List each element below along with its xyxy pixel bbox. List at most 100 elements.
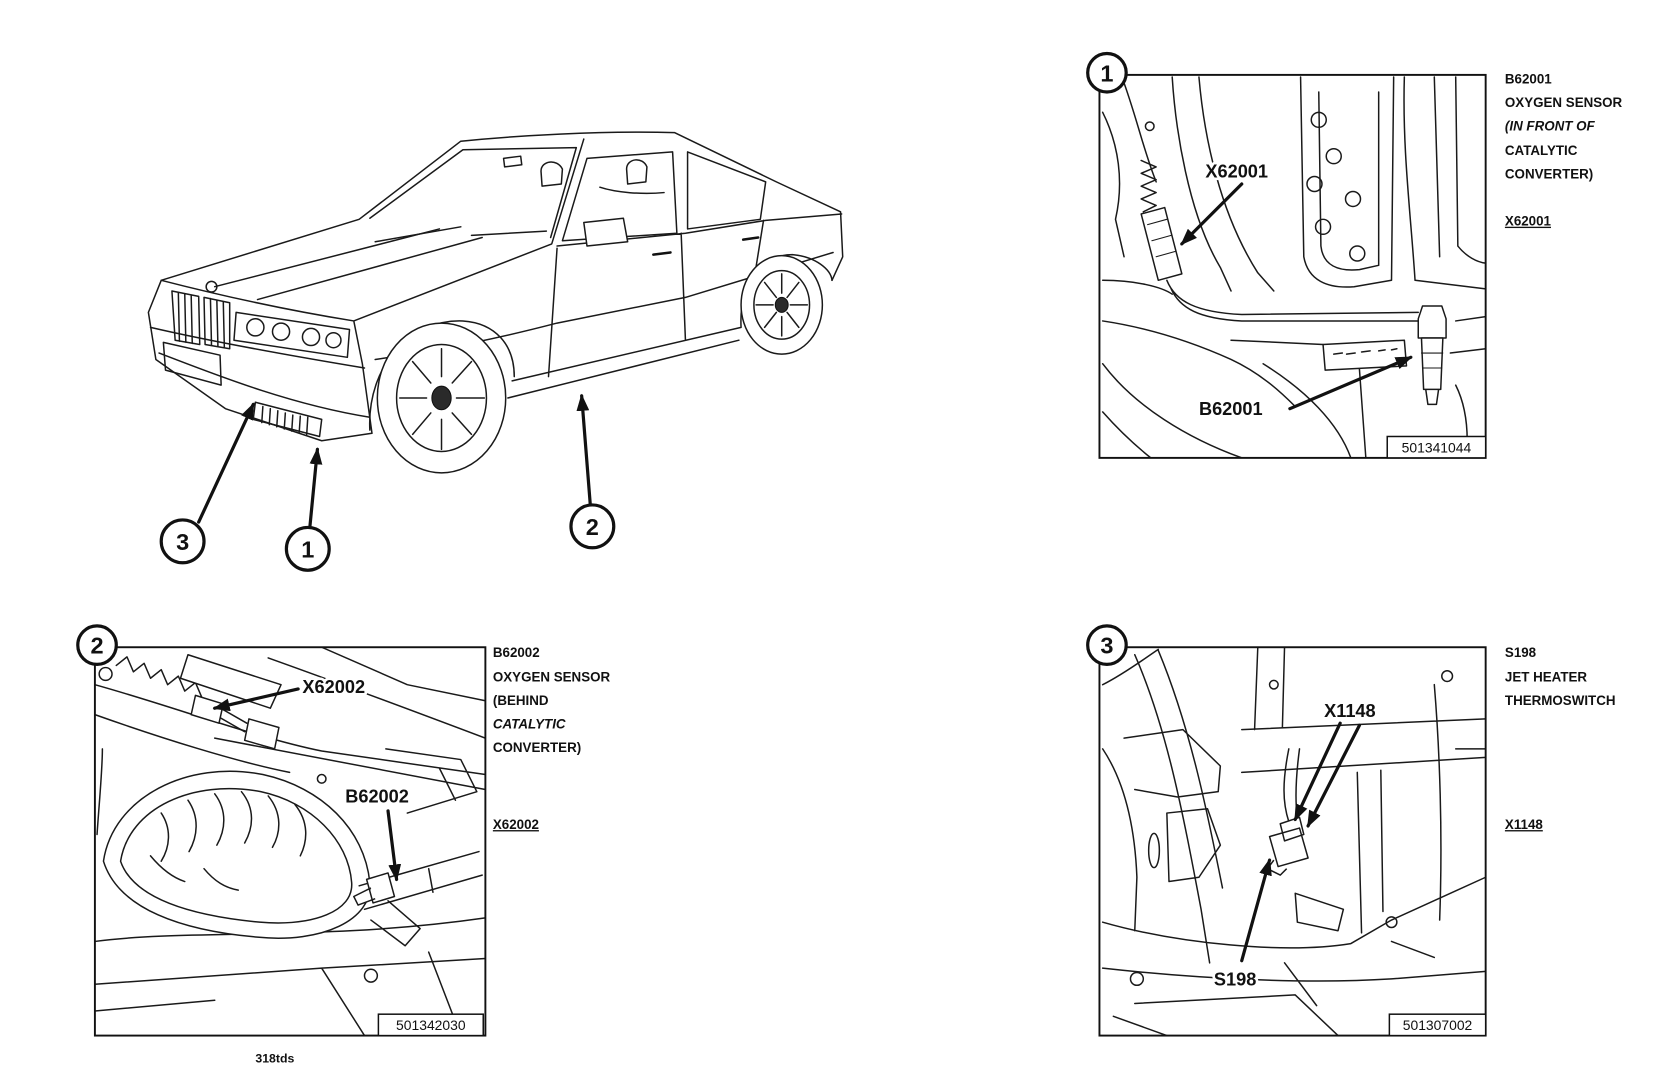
car-body-outline bbox=[147, 131, 844, 442]
figure-code-box bbox=[377, 1013, 484, 1037]
panel-number-circle bbox=[76, 624, 118, 666]
sensor-label: S198 bbox=[1214, 969, 1256, 989]
panel-number: 3 bbox=[1100, 633, 1113, 659]
car-interior-seats bbox=[502, 155, 665, 195]
car-callout-2: 2 bbox=[569, 393, 616, 550]
panel-3-legend: S198 JET HEATER THERMOSWITCH X1148 bbox=[1505, 645, 1616, 832]
detail-panel-2: X62002 B62002 501342030 2 bbox=[76, 624, 487, 1037]
catalytic-converter-shield bbox=[119, 787, 353, 924]
car-door-handles bbox=[652, 236, 760, 256]
legend-line: CATALYTIC bbox=[1505, 143, 1578, 158]
bolt-head bbox=[1129, 971, 1145, 987]
detail-panel-3: X1148 S198 501307002 3 bbox=[1086, 624, 1487, 1037]
connector-arrow bbox=[212, 687, 300, 712]
car-front-wheel bbox=[376, 322, 507, 474]
panel-1-drawing bbox=[1101, 76, 1486, 458]
car-front-bumper bbox=[149, 326, 371, 418]
oxygen-sensor-nut bbox=[1417, 305, 1447, 339]
callout-number: 3 bbox=[176, 529, 189, 555]
callout-circle bbox=[284, 525, 331, 572]
bolt-head bbox=[1325, 147, 1342, 165]
bolt-head bbox=[1349, 245, 1366, 262]
legend-line: OXYGEN SENSOR bbox=[493, 669, 611, 684]
callout-arrow bbox=[197, 402, 255, 524]
oxygen-sensor-b62002 bbox=[353, 872, 396, 906]
car-headlight-lamp bbox=[325, 331, 342, 349]
car-headlight-lamp bbox=[301, 327, 321, 347]
rear-hub bbox=[774, 296, 789, 313]
wire-coil bbox=[1140, 159, 1157, 213]
sensor-label: B62002 bbox=[345, 786, 409, 806]
legend-connector-id: X62001 bbox=[1505, 214, 1552, 229]
bolt-head bbox=[1314, 218, 1332, 236]
legend-connector-id: X62002 bbox=[493, 817, 539, 832]
sensor-arrow bbox=[1240, 858, 1272, 963]
figure-code-box bbox=[1388, 1013, 1487, 1037]
legend-connector-id: X1148 bbox=[1505, 817, 1543, 832]
callout-circle bbox=[159, 518, 206, 565]
figure-code: 501342030 bbox=[396, 1017, 466, 1033]
panel-2-legend: B62002 OXYGEN SENSOR (BEHIND CATALYTIC C… bbox=[493, 645, 611, 832]
car-callout-3: 3 bbox=[159, 402, 255, 565]
callout-circle bbox=[569, 503, 616, 550]
car-front-face bbox=[149, 280, 371, 438]
callout-number: 1 bbox=[301, 536, 314, 562]
bolt-head bbox=[1306, 175, 1323, 193]
connector-x62001 bbox=[1140, 206, 1183, 282]
converter-ribs bbox=[149, 790, 307, 891]
bolt-head bbox=[1385, 916, 1398, 929]
bolt-head bbox=[1441, 670, 1454, 683]
front-hub bbox=[431, 385, 452, 411]
car-windshield bbox=[369, 146, 578, 243]
legend-line: THERMOSWITCH bbox=[1505, 693, 1616, 708]
harness-bracket bbox=[179, 653, 282, 709]
panel-1-structure bbox=[1101, 76, 1486, 458]
rear-rim bbox=[753, 269, 811, 340]
callout-arrow bbox=[308, 447, 323, 528]
front-rim-spokes bbox=[399, 348, 486, 451]
car-rear-wheel bbox=[740, 254, 824, 355]
connector-label: X62002 bbox=[302, 677, 365, 697]
switch-wires bbox=[1283, 748, 1301, 823]
connector-label: X1148 bbox=[1324, 701, 1376, 721]
connector-ribs bbox=[1147, 218, 1176, 258]
panel-number-circle bbox=[1086, 624, 1128, 666]
legend-line: CONVERTER) bbox=[1505, 167, 1593, 182]
panel-number: 2 bbox=[90, 633, 103, 659]
figure-code: 501307002 bbox=[1403, 1017, 1473, 1033]
legend-line: OXYGEN SENSOR bbox=[1505, 95, 1623, 110]
bolt-head bbox=[1268, 679, 1279, 690]
connector-arrow bbox=[1180, 182, 1244, 246]
front-rim bbox=[395, 343, 488, 453]
panel-3-drawing bbox=[1101, 647, 1486, 1036]
car-side-mirror bbox=[583, 217, 629, 247]
oxygen-sensor-body bbox=[1420, 337, 1444, 406]
car-headlight-lamp bbox=[271, 322, 291, 341]
car-side-body-lines bbox=[369, 213, 843, 431]
pipe-clamp bbox=[370, 900, 421, 947]
car-lower-air-intake bbox=[252, 401, 323, 438]
panel-1-frame bbox=[1098, 73, 1487, 459]
panel-2-drawing bbox=[94, 647, 486, 1036]
panel-1-legend: B62001 OXYGEN SENSOR (IN FRONT OF CATALY… bbox=[1505, 71, 1623, 228]
legend-line: JET HEATER bbox=[1505, 669, 1587, 684]
figure-code: 501341044 bbox=[1402, 440, 1472, 456]
bolt-head bbox=[1344, 190, 1362, 208]
connector-arrow bbox=[1293, 721, 1342, 822]
detail-panel-1: X62001 B62001 501341044 1 bbox=[1086, 51, 1487, 459]
panel-number-circle bbox=[1086, 51, 1128, 94]
connector-label: X62001 bbox=[1205, 162, 1268, 182]
legend-part-id: S198 bbox=[1505, 645, 1537, 660]
panel-2-frame bbox=[93, 646, 487, 1037]
model-code: 318tds bbox=[255, 1051, 294, 1065]
legend-line: (BEHIND bbox=[493, 693, 549, 708]
car-callout-1: 1 bbox=[284, 447, 331, 572]
legend-part-id: B62002 bbox=[493, 645, 540, 660]
sensor-arrow bbox=[386, 809, 402, 882]
bolt-head bbox=[1310, 111, 1328, 129]
panel-3-frame bbox=[1098, 646, 1487, 1037]
connector-arrow bbox=[1306, 723, 1362, 828]
bolt-head bbox=[363, 968, 379, 983]
